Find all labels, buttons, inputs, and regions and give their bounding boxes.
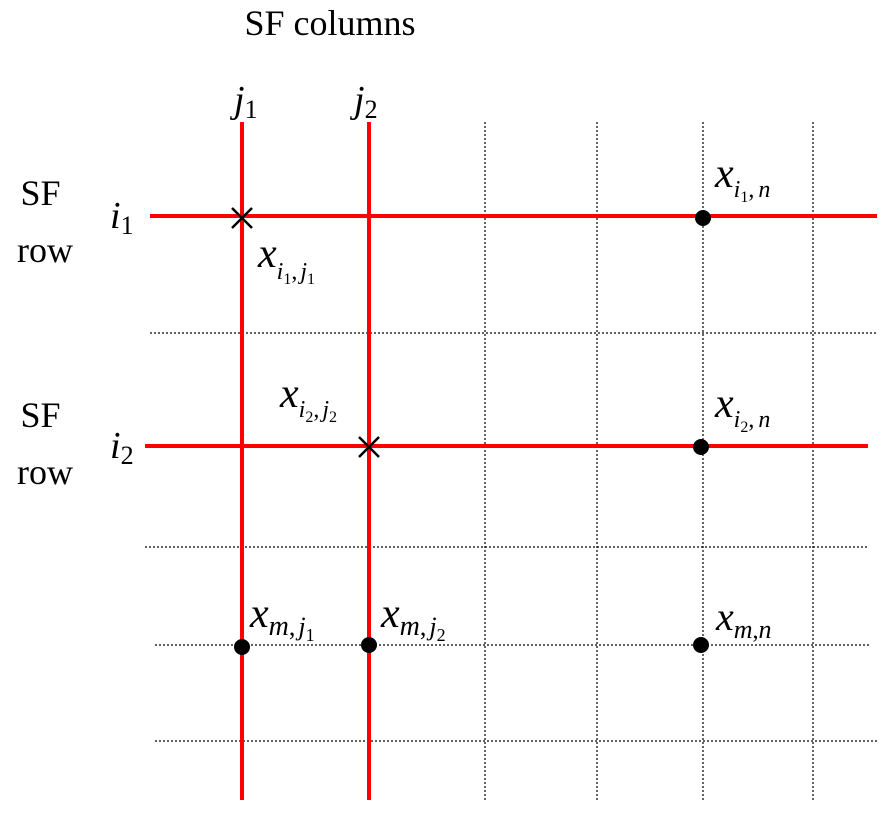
element-label-x-m-j2: xm,j2 [380,591,446,645]
row-index-label-i1: i1 [110,195,134,240]
dot-markers [234,210,711,655]
dot-marker-i1-n [695,210,711,226]
highlight-lines [145,122,877,800]
element-label-x-i2-j2: xi2,j2 [279,371,337,426]
cross-marker-i2-j2 [358,436,380,458]
diagram-title: SF columns [244,3,415,43]
dot-marker-m-j1 [234,639,250,655]
element-label-x-m-j1: xm,j1 [249,591,315,645]
cross-marker-i1-j1 [231,207,253,229]
element-label-x-m-n: xm,n [715,594,772,644]
element-label-x-i1-n: xi1,n [714,151,770,206]
cross-markers [231,207,380,458]
dot-marker-m-j2 [361,637,377,653]
row-index-label-i2: i2 [110,425,134,470]
row-side-label-1: SF row [17,173,73,270]
element-label-x-i2-n: xi2,n [714,381,770,436]
column-label-j2: j2 [349,79,378,124]
element-label-x-i1-j1: xi1,j1 [257,231,315,288]
dotted-grid [145,122,877,800]
row-side-label-2: SF row [17,395,73,492]
column-label-j1: j1 [229,79,258,124]
dot-marker-m-n [693,637,709,653]
dot-marker-i2-n [693,439,709,455]
